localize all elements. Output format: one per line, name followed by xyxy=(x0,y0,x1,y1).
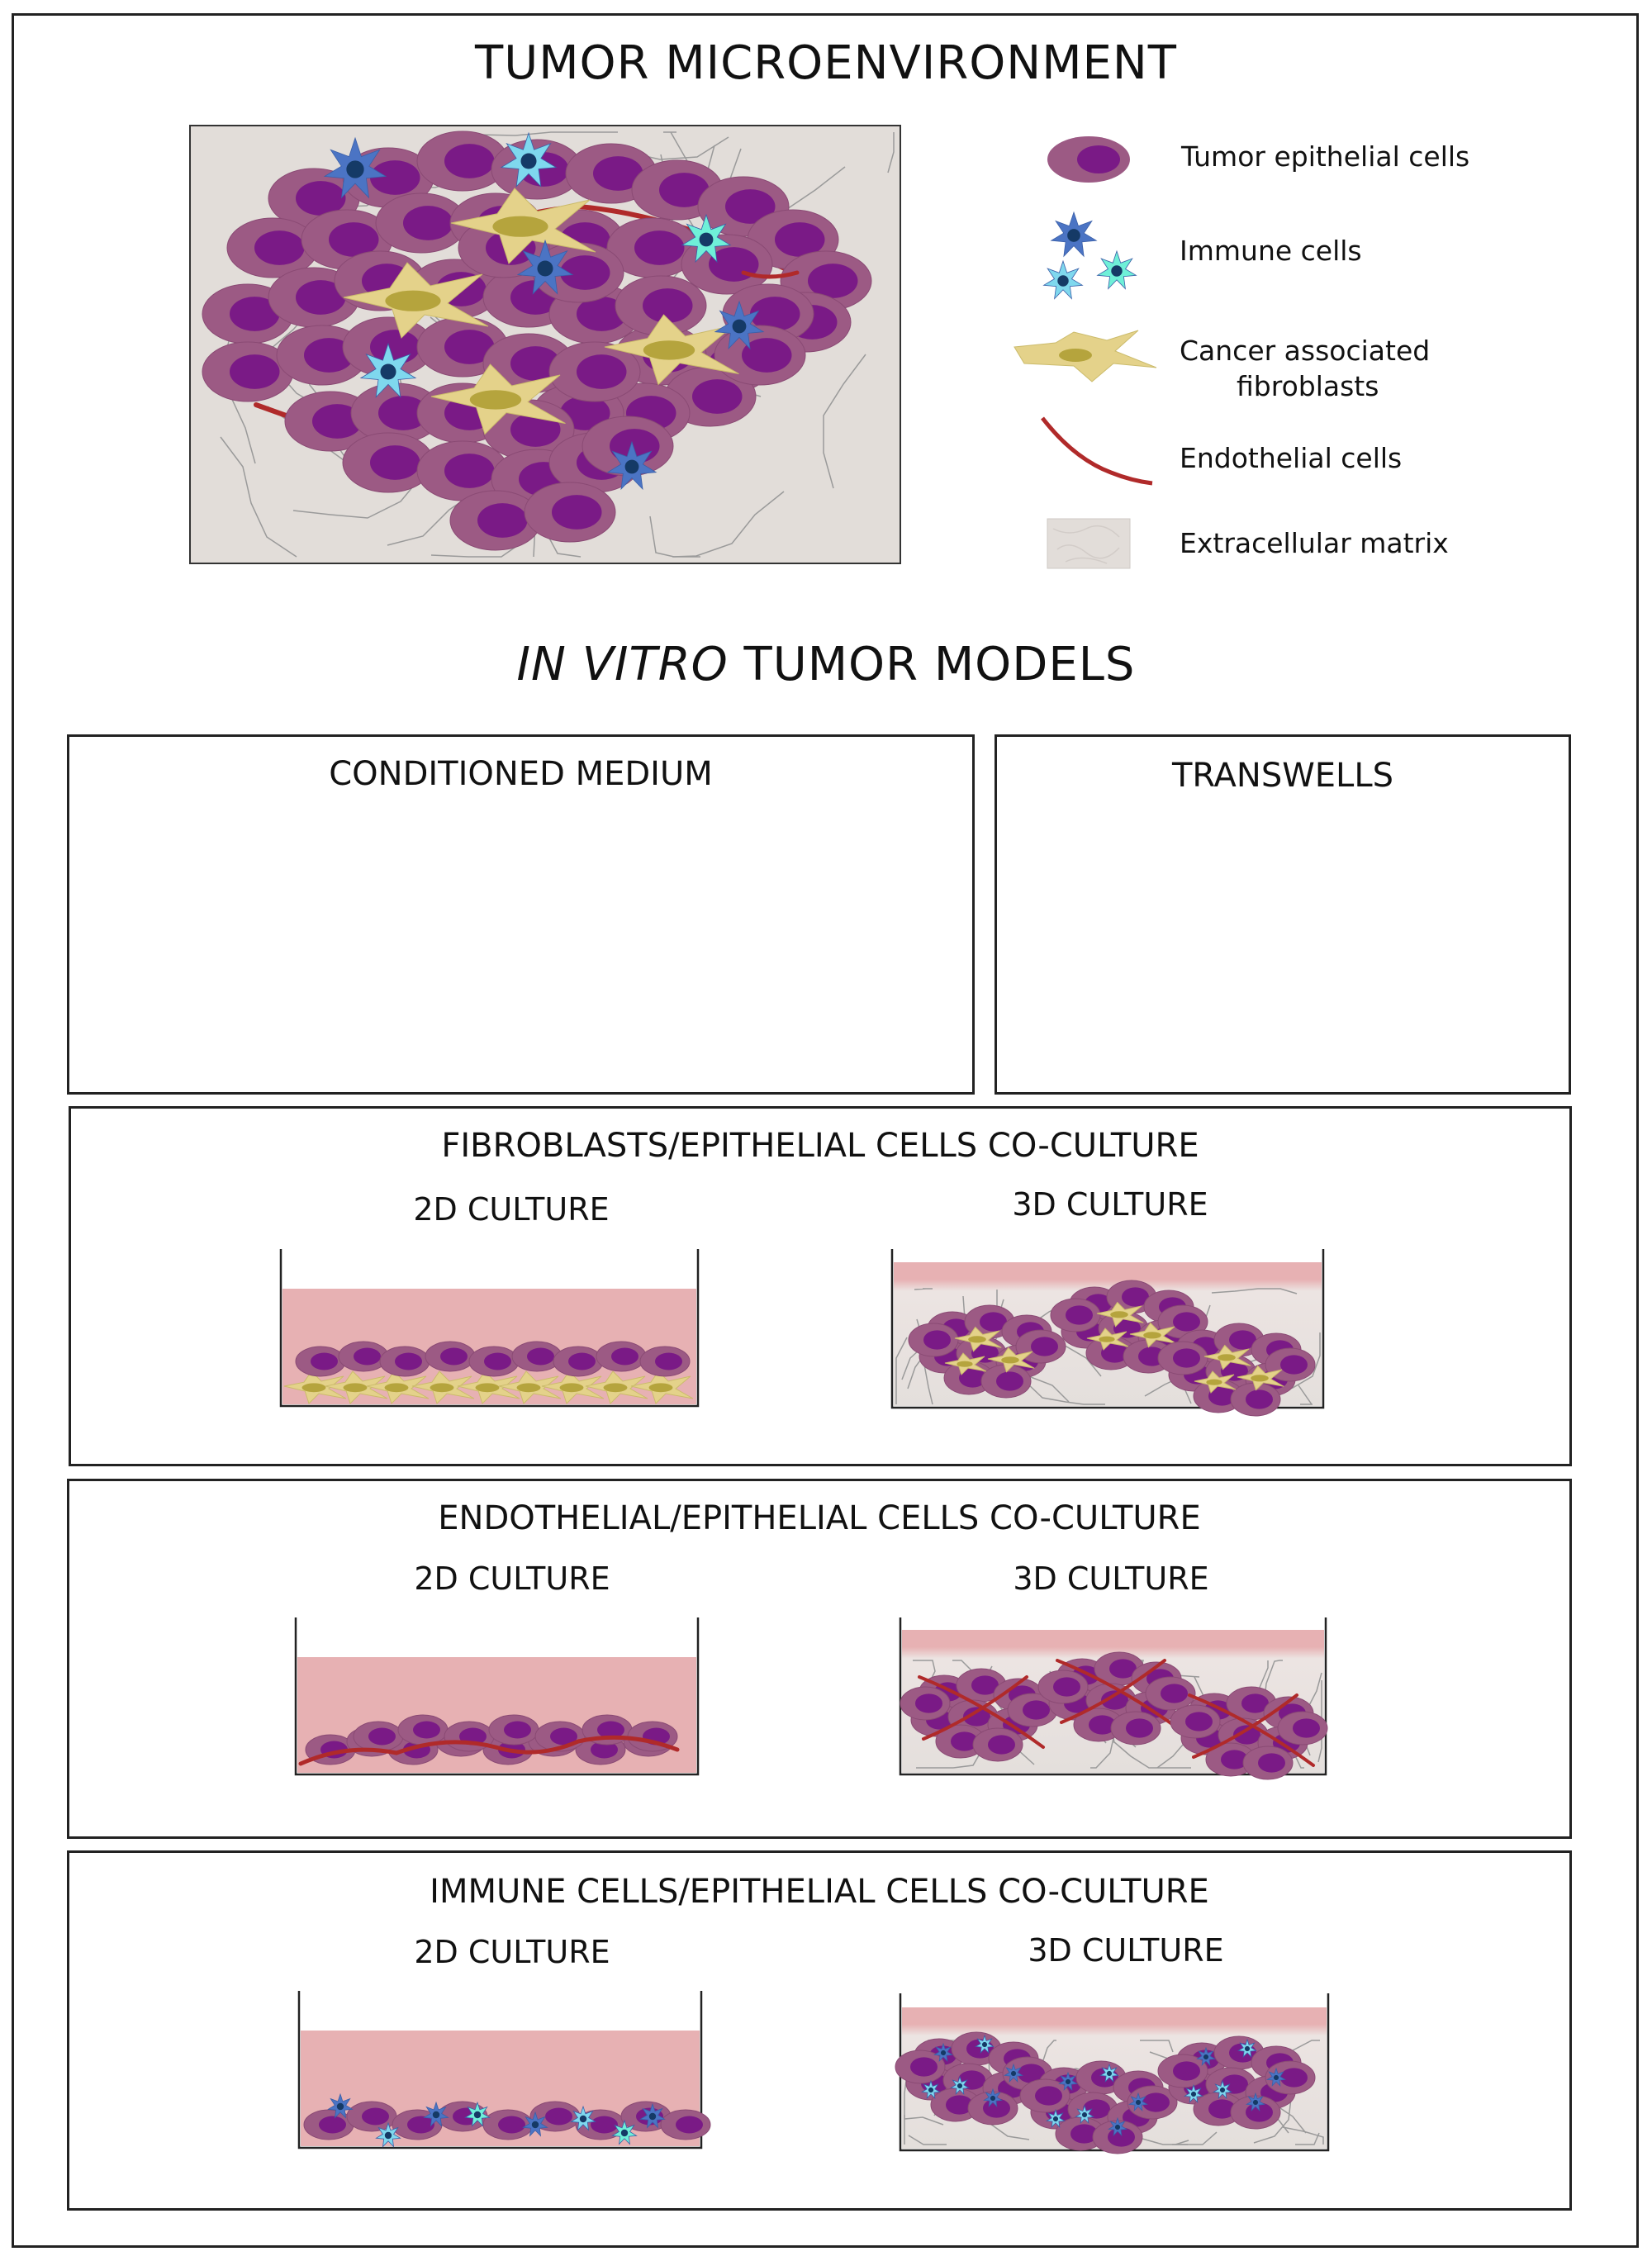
tumor-cell xyxy=(524,482,616,543)
immune-cell xyxy=(359,342,417,398)
panel-title: FIBROBLASTS/EPITHELIAL CELLS CO-CULTURE xyxy=(441,1127,1199,1165)
immune-cell xyxy=(1096,249,1137,290)
immune-cell xyxy=(606,440,657,491)
label-3d-culture: 3D CULTURE xyxy=(1013,1560,1209,1597)
panel-title: IMMUNE CELLS/EPITHELIAL CELLS CO-CULTURE xyxy=(430,1873,1209,1911)
panel-conditioned-medium: CONDITIONED MEDIUM xyxy=(67,734,975,1095)
legend-label-fibroblasts-line1: Cancer associated xyxy=(1180,335,1431,367)
legend-label-ecm: Extracellular matrix xyxy=(1180,527,1449,559)
endothelial-cell-icon xyxy=(1041,416,1153,486)
tumor-cell xyxy=(202,341,294,402)
panel-immune-coculture: IMMUNE CELLS/EPITHELIAL CELLS CO-CULTURE… xyxy=(67,1850,1572,2211)
fibroblast-cell xyxy=(343,262,489,339)
fibroblast-icon xyxy=(1014,330,1157,382)
immune-cell xyxy=(681,213,732,264)
tumor-cell xyxy=(284,391,377,452)
immune-cell xyxy=(500,131,558,188)
tumor-epithelial-cell-icon xyxy=(1047,136,1130,183)
section-title-in-vitro-models: IN VITRO TUMOR MODELS xyxy=(0,638,1652,691)
tumor-cell xyxy=(714,325,806,386)
section-title-tumor-microenvironment: TUMOR MICROENVIRONMENT xyxy=(475,36,1177,90)
label-3d-culture: 3D CULTURE xyxy=(1028,1932,1224,1969)
title-italic-part: IN VITRO xyxy=(516,638,729,691)
immune-cell xyxy=(516,239,574,295)
tumor-cell xyxy=(615,275,707,336)
label-2d-culture: 2D CULTURE xyxy=(414,1560,610,1597)
immune-cells-icon xyxy=(1042,211,1137,300)
panel-title: TRANSWELLS xyxy=(1171,757,1394,795)
tumor-cell xyxy=(342,432,434,493)
label-3d-culture: 3D CULTURE xyxy=(1012,1186,1208,1223)
legend-label-immune: Immune cells xyxy=(1180,235,1362,267)
endothelial-vessel xyxy=(741,270,800,279)
fibroblast-cell xyxy=(604,314,739,386)
panel-fibroblasts-coculture: FIBROBLASTS/EPITHELIAL CELLS CO-CULTURE … xyxy=(69,1106,1572,1466)
tumor-cell xyxy=(606,217,699,278)
tumor-cell xyxy=(350,382,443,444)
tumor-cell xyxy=(416,440,509,501)
tumor-cell-mass xyxy=(202,131,872,551)
tumor-cell xyxy=(375,192,468,254)
tumor-cell xyxy=(416,131,509,192)
legend-icons xyxy=(1014,136,1157,569)
panel-endothelial-coculture: ENDOTHELIAL/EPITHELIAL CELLS CO-CULTURE … xyxy=(67,1479,1572,1839)
legend-label-tumor-epithelial: Tumor epithelial cells xyxy=(1181,140,1470,173)
title-rest-part: TUMOR MODELS xyxy=(728,638,1136,691)
immune-cell xyxy=(323,136,387,199)
tumor-cell xyxy=(449,490,542,551)
panel-title: ENDOTHELIAL/EPITHELIAL CELLS CO-CULTURE xyxy=(438,1499,1201,1537)
panel-title: CONDITIONED MEDIUM xyxy=(329,755,713,793)
immune-cell xyxy=(714,300,765,350)
label-2d-culture: 2D CULTURE xyxy=(414,1934,610,1970)
fibroblast-cell xyxy=(450,188,596,264)
tumor-cell xyxy=(548,341,641,402)
tumor-microenvironment-illustration xyxy=(189,125,901,564)
figure-frame xyxy=(12,13,1639,2248)
tumor-cell xyxy=(226,217,319,278)
extracellular-matrix-icon xyxy=(1047,518,1131,569)
tumor-cell xyxy=(482,333,575,394)
immune-cell xyxy=(1042,259,1084,300)
legend-label-endothelial: Endothelial cells xyxy=(1180,442,1403,474)
fibroblast-cell xyxy=(430,363,566,435)
panel-transwells: TRANSWELLS xyxy=(995,734,1571,1095)
legend-label-fibroblasts-line2: fibroblasts xyxy=(1237,370,1379,402)
tumor-cell xyxy=(482,399,575,460)
label-2d-culture: 2D CULTURE xyxy=(413,1191,610,1228)
immune-cell xyxy=(1050,211,1098,258)
